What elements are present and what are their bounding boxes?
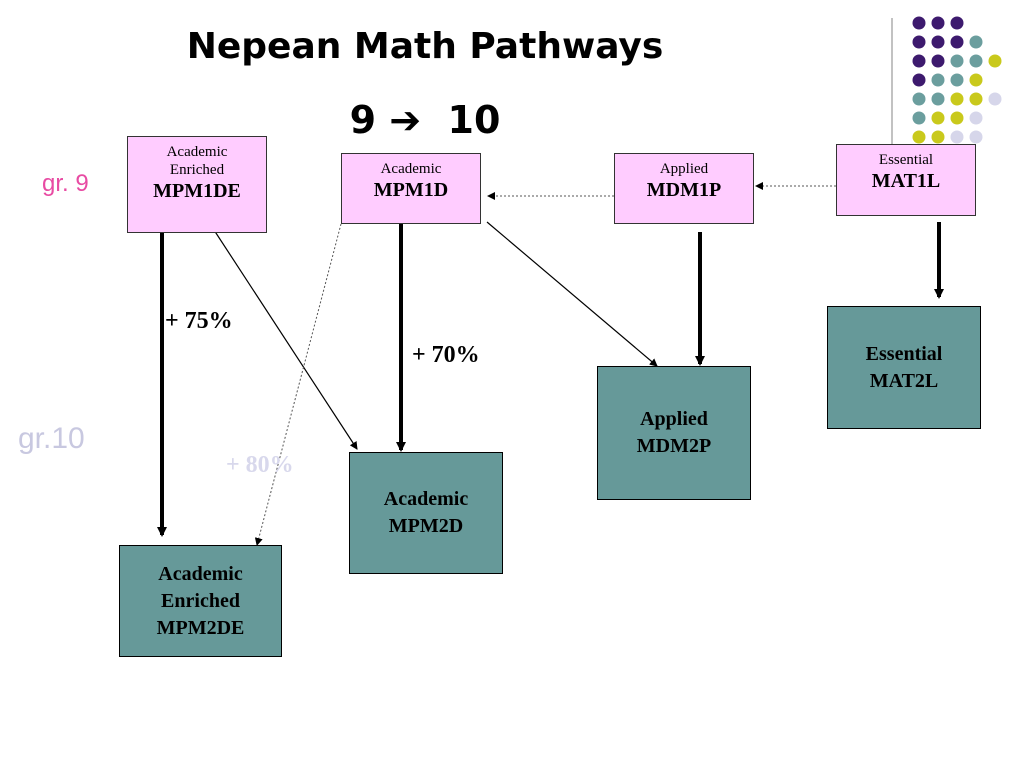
decorative-dot xyxy=(912,35,926,49)
course-code: MAT1L xyxy=(871,170,941,192)
decorative-dot xyxy=(912,130,926,144)
decorative-dot xyxy=(969,54,983,68)
decorative-dot xyxy=(988,54,1002,68)
arrow-mpm1d-to-mpm2de xyxy=(254,223,342,546)
course-level-detail: Enriched xyxy=(169,162,225,178)
course-code: MPM1DE xyxy=(153,180,241,202)
course-box-mpm2d: Academic MPM2D xyxy=(349,452,503,574)
page-title: Nepean Math Pathways xyxy=(186,26,664,67)
decorative-dot xyxy=(912,73,926,87)
decorative-dot xyxy=(950,54,964,68)
decorative-dot xyxy=(931,130,945,144)
course-level-detail: Enriched xyxy=(161,589,240,612)
requirement-label-academic: + 70% xyxy=(412,342,480,368)
arrow-mpm1d-to-mdm2p xyxy=(486,221,658,367)
course-code: MAT2L xyxy=(869,369,939,392)
decorative-dot xyxy=(912,54,926,68)
decorative-dot xyxy=(931,16,945,30)
decorative-dot xyxy=(969,35,983,49)
course-box-mpm2de: Academic Enriched MPM2DE xyxy=(119,545,282,657)
decorative-dot xyxy=(988,92,1002,106)
decorative-dot xyxy=(912,16,926,30)
decorative-dot xyxy=(931,111,945,125)
course-code: MPM2DE xyxy=(156,616,245,639)
decorative-dot xyxy=(950,16,964,30)
requirement-label-enriched: + 75% xyxy=(165,308,233,334)
decorative-dot xyxy=(931,73,945,87)
decorative-dot xyxy=(950,111,964,125)
decorative-dot xyxy=(969,92,983,106)
course-code: MDM1P xyxy=(646,179,722,201)
course-level: Applied xyxy=(659,161,709,177)
course-level: Academic xyxy=(158,562,243,585)
course-level: Academic xyxy=(383,488,469,510)
course-box-mdm2p: Applied MDM2P xyxy=(597,366,751,500)
course-level: Academic xyxy=(380,161,442,177)
course-level: Essential xyxy=(878,152,934,168)
course-box-mpm1d: Academic MPM1D xyxy=(341,153,481,224)
decorative-dot xyxy=(950,73,964,87)
course-box-mat2l: Essential MAT2L xyxy=(827,306,981,429)
decorative-dot xyxy=(931,35,945,49)
decorative-dot xyxy=(950,35,964,49)
decorative-dot xyxy=(931,54,945,68)
requirement-label-faded: + 80% xyxy=(226,452,294,478)
course-box-mdm1p: Applied MDM1P xyxy=(614,153,754,224)
course-level: Essential xyxy=(865,342,943,365)
grade-10-label: gr.10 xyxy=(18,422,85,455)
arrow-mpm1de-to-mpm2d xyxy=(213,229,358,450)
decorative-dot xyxy=(969,73,983,87)
decorative-dot xyxy=(969,111,983,125)
decorative-dot xyxy=(912,92,926,106)
course-box-mpm1de: Academic Enriched MPM1DE xyxy=(127,136,267,233)
decorative-dot xyxy=(950,92,964,106)
course-code: MPM2D xyxy=(388,515,464,537)
decorative-dot xyxy=(950,130,964,144)
course-code: MPM1D xyxy=(373,179,449,201)
decorative-dot xyxy=(969,130,983,144)
course-code: MDM2P xyxy=(636,435,712,457)
decorative-dot xyxy=(912,111,926,125)
course-level: Academic xyxy=(166,144,228,160)
grade-transition-heading: 9 ➔ 10 xyxy=(349,98,501,142)
course-level: Applied xyxy=(640,408,708,430)
grade-9-label: gr. 9 xyxy=(42,170,89,197)
course-box-mat1l: Essential MAT1L xyxy=(836,144,976,216)
decorative-dot xyxy=(931,92,945,106)
